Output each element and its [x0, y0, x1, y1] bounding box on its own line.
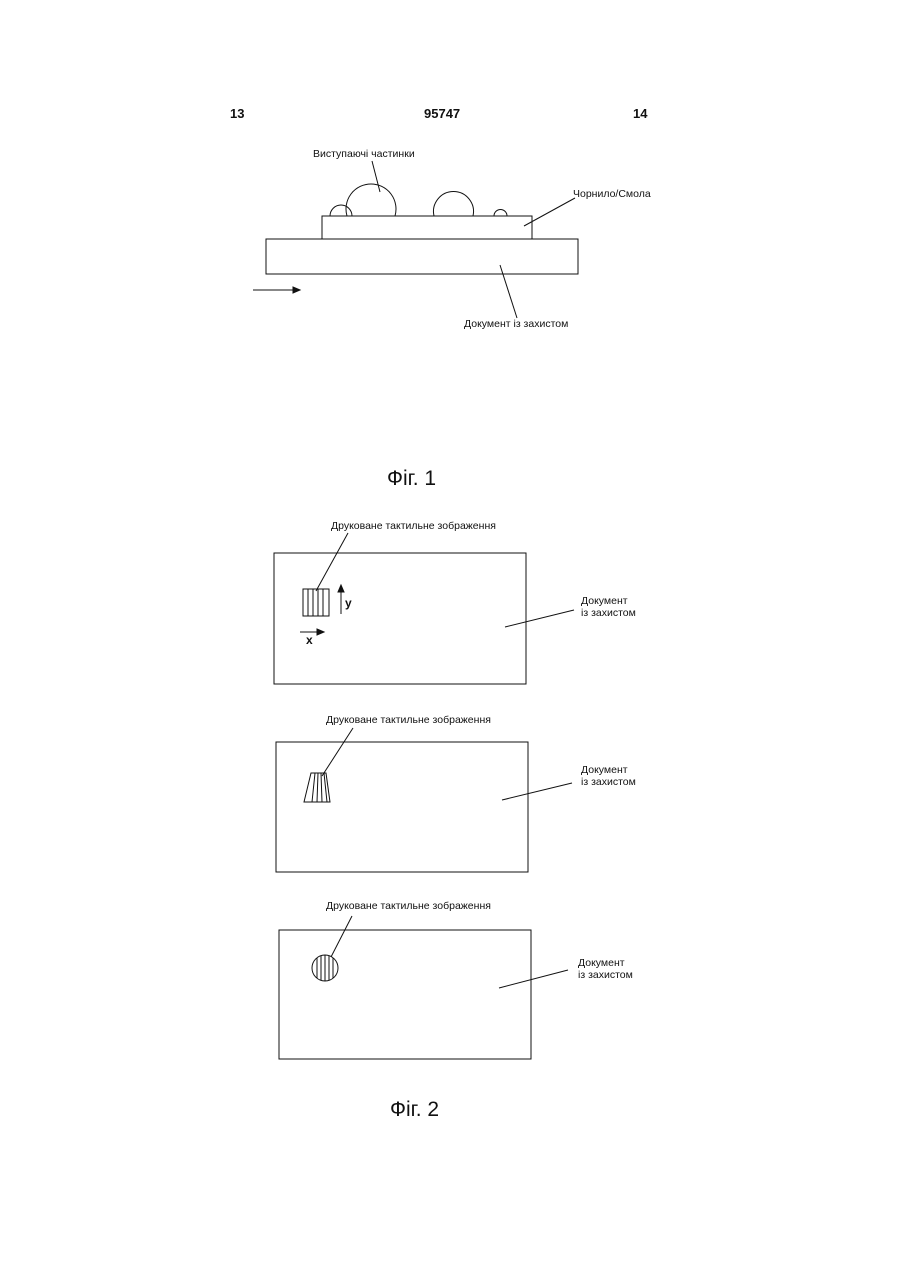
leader-document-1: [505, 610, 574, 627]
figure-2-panel-3: [279, 916, 568, 1059]
protruding-particle: [330, 205, 352, 216]
leader-document-2: [502, 783, 572, 800]
tactile-image-square: [303, 589, 329, 616]
leader-image-1: [316, 533, 348, 591]
figure-2-panel-1: [274, 533, 574, 684]
label-document-line2: із захистом: [581, 607, 636, 619]
protruding-particle: [494, 210, 507, 217]
x-axis-label: x: [306, 633, 313, 647]
leader-particles: [372, 161, 380, 192]
figure-2-caption: Фіг. 2: [390, 1098, 439, 1122]
label-protruding-particles: Виступаючі частинки: [313, 148, 415, 161]
ink-resin-layer: [322, 216, 532, 239]
label-printed-tactile-image: Друковане тактильне зображення: [331, 520, 496, 533]
label-document-line1: Документ: [578, 957, 625, 969]
leader-document: [500, 265, 517, 318]
figure-1-caption: Фіг. 1: [387, 467, 436, 491]
security-document-substrate: [266, 239, 578, 274]
y-axis-label: y: [345, 596, 352, 610]
leader-image-2: [322, 728, 353, 776]
label-security-document: Документ із захистом: [464, 318, 568, 331]
label-document-line2: із захистом: [578, 969, 633, 981]
label-document-line1: Документ: [581, 595, 628, 607]
security-document-3: [279, 930, 531, 1059]
direction-arrowhead: [293, 287, 300, 293]
leader-document-3: [499, 970, 568, 988]
protruding-particle: [346, 184, 396, 216]
leader-ink: [524, 198, 575, 226]
figure-1-diagram: [253, 161, 578, 318]
figure-2-panel-2: [276, 728, 572, 872]
label-document-line1: Документ: [581, 764, 628, 776]
label-printed-tactile-image: Друковане тактильне зображення: [326, 714, 491, 727]
label-ink-resin: Чорнило/Смола: [573, 188, 651, 201]
security-document-2: [276, 742, 528, 872]
label-printed-tactile-image: Друковане тактильне зображення: [326, 900, 491, 913]
protruding-particle: [434, 192, 474, 216]
leader-image-3: [331, 916, 352, 957]
label-document-line2: із захистом: [581, 776, 636, 788]
security-document-1: [274, 553, 526, 684]
